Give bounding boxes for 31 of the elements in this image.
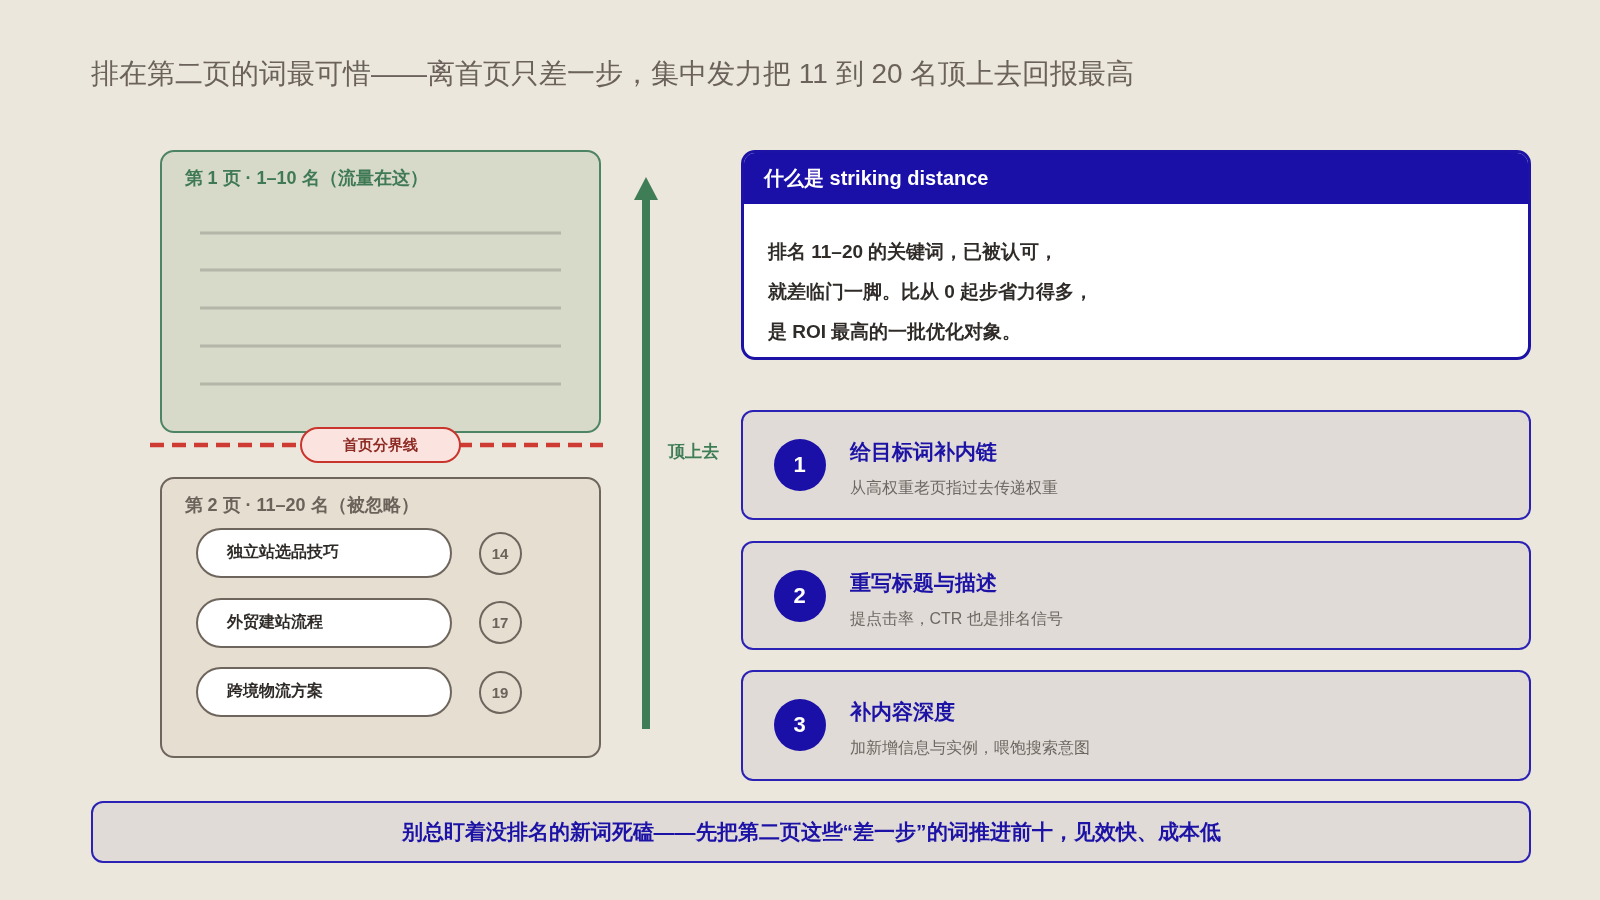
keyword-pill: 独立站选品技巧 <box>195 527 452 578</box>
rank-circle: 17 <box>478 600 522 644</box>
step-card <box>741 670 1531 781</box>
card-text: 排名 11–20 的关键词，已被认可， <box>768 240 1059 264</box>
step-heading: 给目标词补内链 <box>849 438 997 465</box>
step-card <box>741 541 1531 650</box>
number-circle: 2 <box>773 569 826 622</box>
definition-card <box>741 150 1531 360</box>
summary-banner: 别总盯着没排名的新词死磕——先把第二页这些“差一步”的词推进前十，见效快、成本低 <box>91 801 1531 863</box>
step-description: 从高权重老页指过去传递权重 <box>849 477 1058 498</box>
card-header: 什么是 striking distance <box>744 153 1528 204</box>
step-card <box>741 410 1531 520</box>
panel-heading: 第 2 页 · 11–20 名（被忽略） <box>184 493 419 517</box>
boundary-tag: 首页分界线 <box>300 427 461 463</box>
number-circle: 3 <box>773 698 826 751</box>
keyword-pill: 跨境物流方案 <box>195 666 452 717</box>
step-heading: 重写标题与描述 <box>849 569 997 596</box>
card-text: 是 ROI 最高的一批优化对象。 <box>768 320 1022 344</box>
rank-circle: 19 <box>478 670 522 714</box>
ranking-panel <box>160 150 601 433</box>
step-description: 加新增信息与实例，喂饱搜索意图 <box>849 737 1090 758</box>
rank-circle: 14 <box>478 531 522 575</box>
step-description: 提点击率，CTR 也是排名信号 <box>849 608 1063 629</box>
keyword-pill: 外贸建站流程 <box>195 597 452 648</box>
number-circle: 1 <box>773 438 826 491</box>
panel-heading: 第 1 页 · 1–10 名（流量在这） <box>184 166 428 190</box>
card-text: 就差临门一脚。比从 0 起步省力得多， <box>768 280 1094 304</box>
arrow-label: 顶上去 <box>668 441 719 463</box>
ranking-panel <box>160 477 601 758</box>
page-title: 排在第二页的词最可惜——离首页只差一步，集中发力把 11 到 20 名顶上去回报最高 <box>91 57 1135 91</box>
step-heading: 补内容深度 <box>849 698 955 725</box>
